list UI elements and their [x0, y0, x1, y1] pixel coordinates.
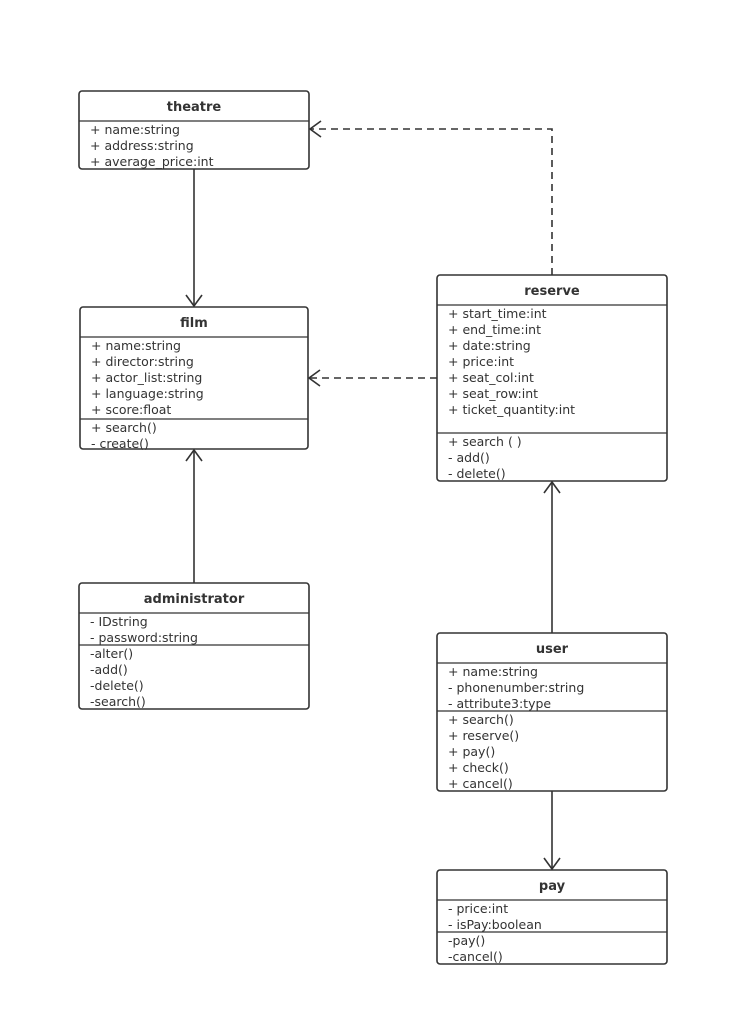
class-administrator-attribute: - IDstring: [90, 614, 148, 629]
class-theatre-box: [78, 90, 310, 170]
class-user-attribute: - phonenumber:string: [448, 680, 584, 695]
class-user-title: user: [536, 642, 569, 657]
open-arrow-head-icon: [185, 294, 203, 308]
class-film-method: + search(): [91, 420, 157, 435]
class-film-title: film: [180, 316, 208, 331]
open-arrow-head-icon: [307, 369, 321, 387]
class-user-method: + cancel(): [448, 776, 513, 791]
class-theatre-attribute: + address:string: [90, 138, 194, 153]
class-theatre-attribute: + average_price:int: [90, 154, 214, 169]
open-arrow-head-icon: [308, 120, 322, 138]
class-reserve[interactable]: reserve + start_time:int+ end_time:int+ d…: [436, 274, 668, 482]
relations-layer: [185, 120, 561, 871]
class-film-method: - create(): [91, 436, 149, 451]
class-film-attribute: + language:string: [91, 386, 204, 401]
class-film-attribute: + score:float: [91, 402, 171, 417]
class-film-attribute: + director:string: [91, 354, 194, 369]
class-pay-attribute: - price:int: [448, 901, 508, 916]
class-administrator-title: administrator: [144, 592, 245, 607]
class-user-method: + reserve(): [448, 728, 519, 743]
class-administrator-method: -search(): [90, 694, 146, 709]
class-user-box: [436, 632, 668, 792]
class-user-method: + pay(): [448, 744, 495, 759]
class-user[interactable]: user + name:string- phonenumber:string- a…: [436, 632, 668, 792]
class-user-attribute: - attribute3:type: [448, 696, 551, 711]
relation-line-reserve-to-theatre: [310, 128, 553, 275]
class-pay-method: -pay(): [448, 933, 485, 948]
class-administrator-method: -add(): [90, 662, 128, 677]
open-arrow-head-icon: [185, 448, 203, 462]
class-administrator-box: [78, 582, 310, 710]
class-pay-attribute: - isPay:boolean: [448, 917, 542, 932]
relation-administrator-to-film: [185, 448, 203, 583]
class-reserve-method: + search ( ): [448, 434, 522, 449]
class-reserve-method: - delete(): [448, 466, 506, 481]
relation-user-to-reserve: [543, 480, 561, 633]
class-reserve-attribute: + ticket_quantity:int: [448, 402, 575, 417]
class-user-method: + check(): [448, 760, 509, 775]
class-theatre[interactable]: theatre + name:string+ address:string+ av…: [78, 90, 310, 170]
class-film-attribute: + name:string: [91, 338, 181, 353]
class-user-attribute: + name:string: [448, 664, 538, 679]
class-reserve-attribute: + date:string: [448, 338, 531, 353]
class-reserve-title: reserve: [524, 284, 580, 299]
class-pay-box: [436, 869, 668, 965]
class-pay-title: pay: [539, 879, 566, 894]
class-reserve-attribute: + price:int: [448, 354, 514, 369]
class-reserve-attribute: + seat_row:int: [448, 386, 538, 401]
classes-layer: theatre+ name:string+ address:string+ av…: [78, 90, 668, 965]
class-user-method: + search(): [448, 712, 514, 727]
class-reserve-attribute: + end_time:int: [448, 322, 541, 337]
class-administrator-method: -alter(): [90, 646, 133, 661]
relation-user-to-pay: [543, 791, 561, 871]
class-film-box: [79, 306, 309, 450]
relation-reserve-to-film: [307, 369, 437, 387]
class-reserve-attribute: + seat_col:int: [448, 370, 534, 385]
open-arrow-head-icon: [543, 480, 561, 494]
relation-theatre-to-film: [185, 169, 203, 308]
class-reserve-attribute: + start_time:int: [448, 306, 547, 321]
class-administrator[interactable]: administrator - IDstring- password:string…: [78, 582, 310, 710]
relation-reserve-to-theatre: [308, 120, 553, 275]
class-theatre-title: theatre: [167, 100, 222, 115]
class-pay-method: -cancel(): [448, 949, 503, 964]
class-theatre-attribute: + name:string: [90, 122, 180, 137]
class-administrator-method: -delete(): [90, 678, 144, 693]
class-reserve-method: - add(): [448, 450, 490, 465]
class-reserve-box: [436, 274, 668, 482]
class-pay[interactable]: pay - price:int- isPay:boolean-pay()-canc…: [436, 869, 668, 965]
class-administrator-attribute: - password:string: [90, 630, 198, 645]
open-arrow-head-icon: [543, 857, 561, 871]
class-film[interactable]: film + name:string+ director:string+ acto…: [79, 306, 309, 451]
class-film-attribute: + actor_list:string: [91, 370, 202, 385]
